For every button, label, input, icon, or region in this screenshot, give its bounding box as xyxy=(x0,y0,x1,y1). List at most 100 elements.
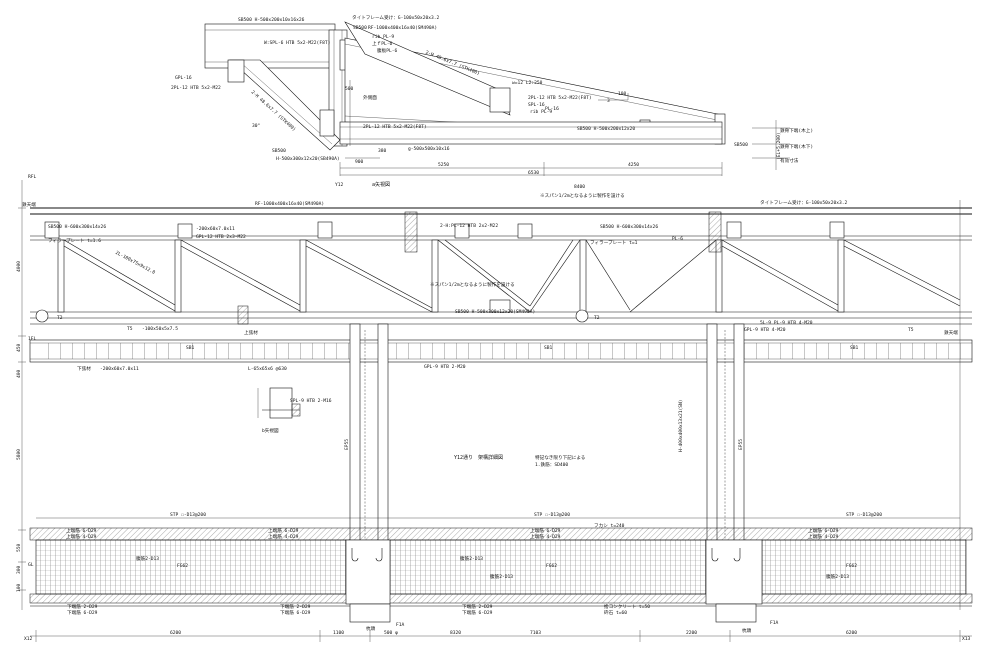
lbl-slope-100: 100 xyxy=(618,91,627,97)
lbl-tie-left: T2 xyxy=(57,315,63,321)
foundation-beam: STP ☐-D13@200 STP ☐-D13@200 STP ☐-D13@20… xyxy=(24,512,973,642)
lbl-dim-900: 900 xyxy=(355,159,364,165)
lbl-level-bfl: 鉄天端 xyxy=(22,201,36,208)
lbl-pl6-r: PL-6 xyxy=(672,236,683,242)
section-b-detail xyxy=(257,387,301,419)
lbl-top6: 上端筋 4-D29 xyxy=(530,533,561,540)
lbl-spl12: 2PL-12 HTB 5x2-M22(F8T) xyxy=(528,95,592,101)
ladder-mid xyxy=(388,343,708,359)
lbl-level-rfl: RFL xyxy=(28,174,37,180)
truss-diagonals xyxy=(63,239,961,313)
lbl-top7: 上端筋 6-D29 xyxy=(808,527,839,534)
lbl-col1: EP55 xyxy=(344,439,350,450)
lbl-t5-b: T5 xyxy=(127,326,133,332)
lbl-y12: Y12 xyxy=(335,182,344,188)
foundation-grid-left xyxy=(35,539,347,595)
lbl-dim-6200a: 6200 xyxy=(170,630,181,636)
lbl-wt: w=12 L2:250 xyxy=(512,80,543,86)
lbl-web-pl6: 腹板PL-6 xyxy=(377,47,397,54)
lbl-dim-6200b: 6200 xyxy=(846,630,857,636)
lbl-dim-2200: 2200 xyxy=(686,630,697,636)
lbl-top2: 上端筋 4-D29 xyxy=(66,533,97,540)
lbl-tie-mid: T2 xyxy=(594,315,600,321)
pile-cap-right xyxy=(715,603,757,623)
lbl-gravel: 砕石 t=60 xyxy=(604,609,627,616)
elevation-bolt-groups xyxy=(44,211,845,325)
lbl-left-h1: 4000 xyxy=(16,261,22,272)
main-elevation: RF-1000x400x16x40(SM490A) タイトフレーム受け：G-10… xyxy=(16,174,973,610)
lbl-t5-a: -100x50x5x7.5 xyxy=(142,326,178,332)
lbl-top-beam: RF-1000x400x16x40(SM490A) xyxy=(255,201,324,207)
lbl-s500-top: SB500 H-500x200x10x16x26 xyxy=(238,17,305,23)
lower-chord xyxy=(339,121,723,145)
lbl-levelcon: 捨コンクリート t=50 xyxy=(604,603,650,610)
lbl-sh-t: 外側面 xyxy=(363,94,377,101)
lbl-gpl16: GPL-16 xyxy=(175,75,192,81)
lbl-filler1: フィラープレート t=1.6 xyxy=(48,238,101,244)
tie-circle-left xyxy=(35,309,49,323)
lbl-gpl9b: GPL-9 HTB 4-M20 xyxy=(744,327,786,333)
lbl-stp3: STP ☐-D13@200 xyxy=(846,512,882,518)
lbl-lower-bracing: 下弦材 xyxy=(77,365,91,372)
lbl-f1b: F1A xyxy=(770,620,779,626)
lbl-lower-chord: SB500 H-500x300x12x20(SM490A) xyxy=(455,309,535,315)
lbl-left-h5: 550 xyxy=(16,543,22,552)
lbl-legend3: 有効寸法 xyxy=(780,157,799,164)
tie-circle-mid xyxy=(575,309,589,323)
lbl-section-a: a矢視図 xyxy=(372,181,390,188)
lbl-spl16: SPL-16 xyxy=(528,102,545,108)
lbl-gpl9: GPL-9 HTB 2-M20 xyxy=(424,364,466,370)
lbl-dim-8320: 8320 xyxy=(450,630,461,636)
lbl-left-h2: 450 xyxy=(16,343,22,352)
lbl-left-h7: 100 xyxy=(16,583,22,592)
lbl-legend2: 鉄骨下端(木下) xyxy=(780,143,813,150)
lbl-bot4: 下端筋 6-D29 xyxy=(280,609,311,616)
bolt-group-left xyxy=(227,59,245,83)
lbl-left-h6: 300 xyxy=(16,565,22,574)
column-base-right xyxy=(705,539,763,605)
lbl-top1: 上端筋 6-D29 xyxy=(66,527,97,534)
lbl-top5: 上端筋 6-D29 xyxy=(530,527,561,534)
bolt-group-right xyxy=(489,87,511,113)
lbl-stp1: STP ☐-D13@200 xyxy=(170,512,206,518)
lbl-pile: 杭頭 xyxy=(366,625,376,632)
lbl-span-note2: ※スパン1/2mとなるように製作を設ける xyxy=(430,281,515,288)
lbl-rib-pl9b: rib PL-9 xyxy=(530,109,552,115)
lbl-dim-380: 380 xyxy=(378,148,387,154)
lbl-col3: H-400x400x13x21(SN) xyxy=(678,399,684,452)
lbl-plate: g-500x500x10x16 xyxy=(408,146,450,152)
lbl-angle: 30° xyxy=(252,123,261,129)
lbl-rib-pl9: rib PL-9 xyxy=(372,34,394,40)
lbl-dim-5250: 5250 xyxy=(438,162,449,168)
lbl-left-h3: 400 xyxy=(16,369,22,378)
lbl-tie-frame: タイトフレーム受け：G-100x50x20x3.2 xyxy=(760,199,848,206)
lbl-s500-lower: SB500 xyxy=(272,148,286,154)
lbl-f1a: F1A xyxy=(396,622,405,628)
lbl-dim-4250: 4250 xyxy=(628,162,639,168)
bottom-slab xyxy=(29,593,973,604)
lbl-bot1: 下端筋 2-D29 xyxy=(67,603,98,610)
lbl-gpl12-htb: 2PL-12 HTB 5x2-M22 xyxy=(171,85,221,91)
lbl-fg3: FG62 xyxy=(846,563,857,569)
ladder-left xyxy=(40,343,350,359)
lbl-sb500-left: SB500 H-600x300x14x26 xyxy=(48,224,106,230)
lbl-web3: 腹筋2-D13 xyxy=(490,573,513,580)
lbl-hb: -200x60x7.0x11 xyxy=(100,366,139,372)
lbl-y12-note: Y12通り 架構詳細図 xyxy=(454,454,503,461)
column-base-left xyxy=(345,539,391,605)
lbl-spl-b: SPL-9 HTB 2-M16 xyxy=(290,398,332,404)
lbl-dim-6530: 6530 xyxy=(528,170,539,176)
lbl-s81c: SB1 xyxy=(850,345,859,351)
top-chord-left xyxy=(204,23,336,69)
lbl-t5-c: T5 xyxy=(908,327,914,333)
lbl-note-b: 1.鉄筋：SD400 xyxy=(535,461,568,468)
truss-verticals xyxy=(57,239,845,313)
lbl-diag-left: 2L-100x75x9x12.0 xyxy=(114,250,156,276)
bolt-group-bottom xyxy=(319,109,335,137)
lbl-stp2: STP ☐-D13@200 xyxy=(534,512,570,518)
lbl-upper-bracing: 上弦材 xyxy=(244,329,258,336)
lbl-x13: X13 xyxy=(962,636,971,642)
lbl-gpl12a: 2-H:PL-12 HTB 2x2-M22 xyxy=(440,223,498,229)
lbl-bot-chord: H-500x300x12x20(SB490A) xyxy=(276,156,340,162)
lbl-rf: RF-1000x400x16x40(SM490A) xyxy=(368,25,437,31)
